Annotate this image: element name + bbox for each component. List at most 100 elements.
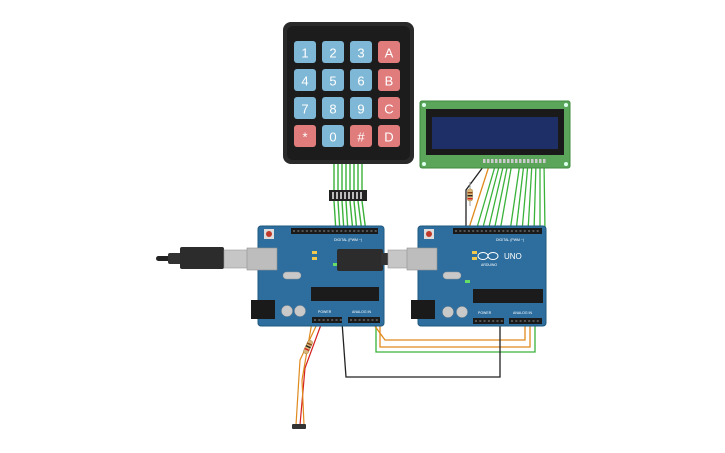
lcd-pins: [483, 159, 546, 163]
atmega-chip-right: [473, 289, 543, 303]
arduino-model-text: UNO: [504, 252, 522, 261]
key-5[interactable]: 5: [322, 69, 344, 91]
lcd-pin: [523, 159, 526, 163]
header-pin: [523, 230, 526, 232]
header-pin: [354, 319, 357, 321]
analog-label-left: ANALOG IN: [352, 310, 372, 314]
header-pin: [496, 320, 499, 322]
lcd-pin: [527, 159, 530, 163]
lcd-resistor[interactable]: [467, 182, 473, 206]
header-pin: [463, 230, 466, 232]
header-pin: [314, 319, 316, 321]
key-B[interactable]: B: [378, 69, 400, 91]
header-pin: [485, 230, 488, 232]
key-D[interactable]: D: [378, 125, 400, 147]
key-6[interactable]: 6: [350, 69, 372, 91]
key-label: #: [357, 130, 365, 145]
header-pin: [305, 230, 308, 232]
key-hash[interactable]: #: [350, 125, 372, 147]
header-pin: [487, 320, 490, 322]
key-label: 3: [357, 46, 364, 61]
key-label: D: [384, 130, 393, 145]
arduino-logo: [477, 252, 499, 260]
header-pin: [502, 230, 505, 232]
lcd-pin: [535, 159, 538, 163]
lcd-wires[interactable]: [465, 162, 546, 232]
key-label: 2: [329, 46, 336, 61]
header-pin: [519, 320, 522, 322]
key-4[interactable]: 4: [294, 69, 316, 91]
header-pin: [339, 319, 342, 321]
header-pin: [362, 319, 365, 321]
temperature-sensor[interactable]: [292, 424, 306, 429]
header-pin: [370, 230, 373, 232]
wires: [292, 162, 546, 429]
header-pin: [336, 230, 338, 232]
header-pin: [374, 230, 377, 232]
key-label: 0: [329, 130, 336, 145]
key-1[interactable]: 1: [294, 41, 316, 63]
key-9[interactable]: 9: [350, 97, 372, 119]
power-label-left: POWER: [318, 310, 332, 314]
arduino-right[interactable]: DIGITAL (PWM ~) ARDUINO UNO POWER ANALOG…: [406, 225, 547, 327]
header-pin: [475, 320, 477, 322]
key-label: B: [385, 74, 394, 89]
lcd-pin: [539, 159, 542, 163]
header-pin: [493, 230, 496, 232]
lcd-pin: [495, 159, 498, 163]
header-pin: [348, 230, 351, 232]
header-pin: [375, 319, 378, 321]
board-link-wires[interactable]: [341, 321, 536, 378]
header-pin: [335, 319, 338, 321]
lcd-pin: [499, 159, 502, 163]
header-pin: [528, 320, 531, 322]
analog-label-right: ANALOG IN: [513, 311, 533, 315]
header-pin: [301, 230, 304, 232]
usb-cable-left[interactable]: [156, 247, 249, 269]
header-pin: [515, 230, 518, 232]
lcd-pin: [487, 159, 490, 163]
header-pin: [293, 230, 295, 232]
key-0[interactable]: 0: [322, 125, 344, 147]
key-label: 7: [301, 102, 308, 117]
header-pin: [297, 230, 300, 232]
key-label: 4: [301, 74, 308, 89]
arduino-brand-text: ARDUINO: [481, 263, 497, 267]
key-7[interactable]: 7: [294, 97, 316, 119]
key-label: 9: [357, 102, 364, 117]
header-pin: [523, 320, 526, 322]
lcd-pin: [483, 159, 486, 163]
sensor-resistor[interactable]: [303, 339, 313, 355]
key-label: 8: [329, 102, 336, 117]
lcd-screen: [432, 117, 558, 149]
key-star[interactable]: *: [294, 125, 316, 147]
header-pin: [350, 319, 352, 321]
header-pin: [483, 320, 486, 322]
sensor-wires[interactable]: [295, 321, 323, 426]
lcd-pin: [507, 159, 510, 163]
header-pin: [536, 320, 539, 322]
key-2[interactable]: 2: [322, 41, 344, 63]
lcd-16x2[interactable]: [419, 100, 571, 169]
usb-cable-middle[interactable]: [337, 249, 413, 271]
key-8[interactable]: 8: [322, 97, 344, 119]
header-pin: [467, 230, 470, 232]
lcd-pin: [511, 159, 514, 163]
header-pin: [331, 319, 334, 321]
power-label-right: POWER: [478, 311, 492, 315]
header-pin: [366, 230, 369, 232]
key-3[interactable]: 3: [350, 41, 372, 63]
header-pins: [293, 230, 539, 322]
header-pin: [532, 320, 535, 322]
header-pin: [500, 320, 503, 322]
arduino-left[interactable]: DIGITAL (PWM ~) POWER ANALOG IN: [156, 225, 385, 327]
key-C[interactable]: C: [378, 97, 400, 119]
header-pin: [515, 320, 518, 322]
key-A[interactable]: A: [378, 41, 400, 63]
header-pin: [489, 230, 492, 232]
header-pin: [510, 230, 513, 232]
header-pin: [498, 230, 500, 232]
header-pin: [472, 230, 475, 232]
